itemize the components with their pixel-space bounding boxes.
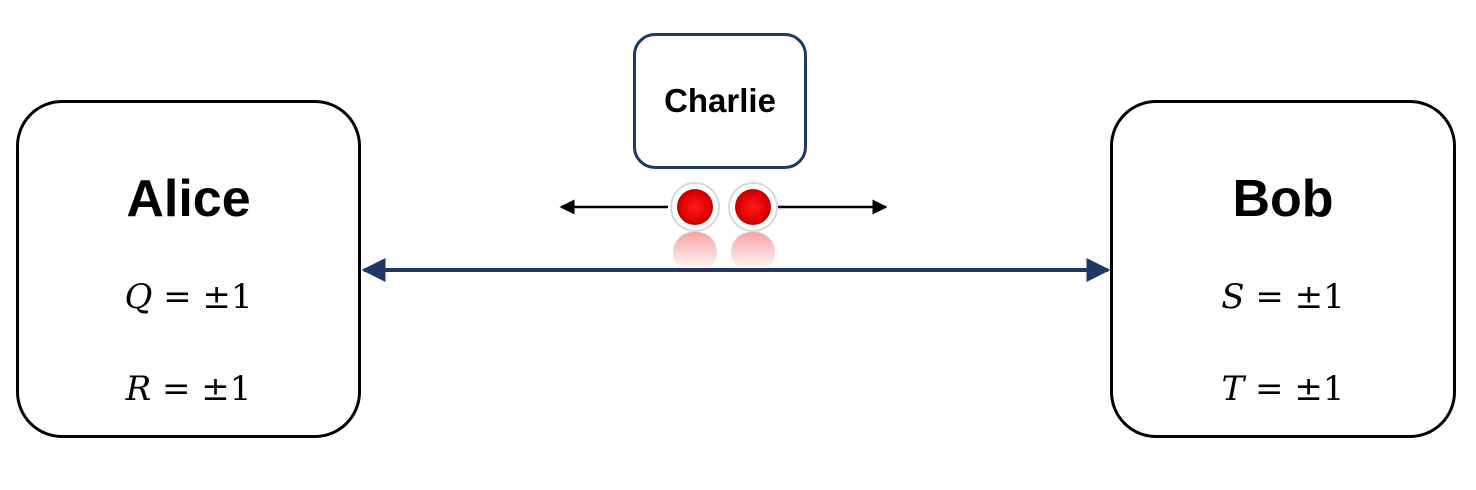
- bob-equation-s: S = ±1: [1113, 277, 1453, 317]
- bob-equation-t: T = ±1: [1113, 369, 1453, 409]
- alice-q-value: = ±1: [152, 277, 253, 317]
- left-particle-reflection: [673, 232, 717, 272]
- bob-box: Bob S = ±1 T = ±1: [1110, 100, 1456, 438]
- alice-r-variable: R: [125, 369, 152, 409]
- alice-q-variable: Q: [124, 277, 153, 317]
- alice-label: Alice: [126, 170, 251, 228]
- bob-t-value: = ±1: [1244, 369, 1345, 409]
- left-particle: [670, 182, 720, 232]
- bob-t-variable: T: [1221, 369, 1245, 409]
- bob-label: Bob: [1232, 170, 1334, 228]
- alice-box: Alice Q = ±1 R = ±1: [16, 100, 361, 438]
- alice-equation-q: Q = ±1: [19, 277, 358, 317]
- right-particle-reflection: [731, 232, 775, 272]
- charlie-label: Charlie: [664, 82, 776, 119]
- alice-r-value: = ±1: [151, 369, 252, 409]
- alice-equation-r: R = ±1: [19, 369, 358, 409]
- right-particle: [728, 182, 778, 232]
- bob-s-variable: S: [1221, 277, 1245, 317]
- charlie-box: Charlie: [633, 33, 807, 169]
- bob-s-value: = ±1: [1244, 277, 1345, 317]
